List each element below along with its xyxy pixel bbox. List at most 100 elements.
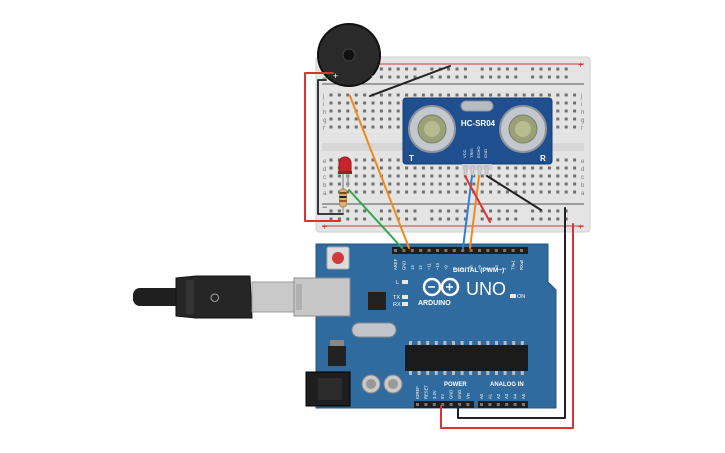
breadboard-hole[interactable] — [455, 182, 459, 186]
rail-hole[interactable] — [505, 209, 509, 213]
breadboard-hole[interactable] — [539, 174, 543, 178]
rail-hole[interactable] — [480, 217, 484, 221]
breadboard-hole[interactable] — [363, 166, 367, 170]
breadboard-hole[interactable] — [337, 174, 341, 178]
breadboard-hole[interactable] — [438, 190, 442, 194]
breadboard-hole[interactable] — [531, 182, 535, 186]
wire-orange-buzzer[interactable] — [349, 95, 410, 249]
rail-hole[interactable] — [405, 75, 409, 79]
rail-hole[interactable] — [564, 217, 568, 221]
breadboard-hole[interactable] — [556, 166, 560, 170]
rail-hole[interactable] — [463, 209, 467, 213]
sensor-pin-gnd[interactable] — [484, 165, 489, 177]
rail-hole[interactable] — [396, 75, 400, 79]
rail-hole[interactable] — [480, 67, 484, 71]
breadboard-hole[interactable] — [379, 101, 383, 105]
sensor-pin-vcc[interactable] — [463, 165, 468, 177]
rail-hole[interactable] — [480, 209, 484, 213]
breadboard-hole[interactable] — [430, 174, 434, 178]
breadboard-hole[interactable] — [388, 117, 392, 121]
breadboard-hole[interactable] — [388, 190, 392, 194]
breadboard-hole[interactable] — [405, 93, 409, 97]
breadboard-hole[interactable] — [447, 190, 451, 194]
breadboard-hole[interactable] — [405, 190, 409, 194]
breadboard-hole[interactable] — [405, 182, 409, 186]
rail-hole[interactable] — [505, 75, 509, 79]
rail-hole[interactable] — [480, 75, 484, 79]
breadboard-hole[interactable] — [564, 109, 568, 113]
rail-hole[interactable] — [405, 67, 409, 71]
breadboard-hole[interactable] — [455, 174, 459, 178]
rail-hole[interactable] — [447, 217, 451, 221]
breadboard-hole[interactable] — [531, 174, 535, 178]
breadboard-hole[interactable] — [329, 117, 333, 121]
rail-hole[interactable] — [430, 217, 434, 221]
breadboard-hole[interactable] — [379, 125, 383, 129]
breadboard-hole[interactable] — [531, 190, 535, 194]
breadboard-hole[interactable] — [447, 166, 451, 170]
breadboard-hole[interactable] — [396, 93, 400, 97]
breadboard-hole[interactable] — [337, 182, 341, 186]
breadboard-hole[interactable] — [447, 93, 451, 97]
breadboard-hole[interactable] — [514, 174, 518, 178]
breadboard-hole[interactable] — [363, 190, 367, 194]
breadboard-hole[interactable] — [371, 190, 375, 194]
breadboard-hole[interactable] — [329, 101, 333, 105]
breadboard-hole[interactable] — [379, 117, 383, 121]
rail-hole[interactable] — [497, 67, 501, 71]
breadboard-hole[interactable] — [573, 125, 577, 129]
rail-hole[interactable] — [531, 67, 535, 71]
breadboard-hole[interactable] — [556, 101, 560, 105]
wire-black-led[interactable] — [317, 79, 344, 215]
rail-hole[interactable] — [405, 209, 409, 213]
breadboard-hole[interactable] — [564, 125, 568, 129]
rail-hole[interactable] — [463, 75, 467, 79]
rail-hole[interactable] — [497, 209, 501, 213]
breadboard-hole[interactable] — [497, 93, 501, 97]
rail-hole[interactable] — [388, 75, 392, 79]
breadboard-hole[interactable] — [329, 93, 333, 97]
breadboard-hole[interactable] — [337, 101, 341, 105]
breadboard-hole[interactable] — [421, 182, 425, 186]
breadboard-hole[interactable] — [329, 166, 333, 170]
breadboard-hole[interactable] — [413, 93, 417, 97]
breadboard-hole[interactable] — [556, 190, 560, 194]
breadboard-hole[interactable] — [371, 182, 375, 186]
rail-hole[interactable] — [388, 67, 392, 71]
breadboard-hole[interactable] — [564, 93, 568, 97]
rail-hole[interactable] — [564, 67, 568, 71]
breadboard-hole[interactable] — [354, 158, 358, 162]
rail-hole[interactable] — [547, 67, 551, 71]
breadboard-hole[interactable] — [371, 101, 375, 105]
breadboard-hole[interactable] — [497, 190, 501, 194]
rail-hole[interactable] — [447, 209, 451, 213]
breadboard-hole[interactable] — [522, 166, 526, 170]
breadboard-hole[interactable] — [354, 93, 358, 97]
breadboard-hole[interactable] — [396, 117, 400, 121]
rail-hole[interactable] — [329, 217, 333, 221]
breadboard-hole[interactable] — [346, 101, 350, 105]
breadboard-hole[interactable] — [337, 93, 341, 97]
breadboard-hole[interactable] — [337, 109, 341, 113]
rail-hole[interactable] — [413, 75, 417, 79]
wire-black-gnd-return[interactable] — [457, 207, 566, 419]
breadboard-hole[interactable] — [505, 174, 509, 178]
breadboard-hole[interactable] — [547, 190, 551, 194]
breadboard-hole[interactable] — [346, 125, 350, 129]
breadboard-hole[interactable] — [337, 117, 341, 121]
breadboard-hole[interactable] — [346, 190, 350, 194]
breadboard-hole[interactable] — [430, 93, 434, 97]
breadboard-hole[interactable] — [329, 125, 333, 129]
breadboard-hole[interactable] — [531, 166, 535, 170]
rail-hole[interactable] — [455, 67, 459, 71]
breadboard-hole[interactable] — [371, 109, 375, 113]
rail-hole[interactable] — [556, 217, 560, 221]
rail-hole[interactable] — [329, 209, 333, 213]
rail-hole[interactable] — [497, 217, 501, 221]
breadboard-hole[interactable] — [388, 174, 392, 178]
rail-hole[interactable] — [346, 209, 350, 213]
rail-hole[interactable] — [505, 217, 509, 221]
rail-hole[interactable] — [413, 217, 417, 221]
rail-hole[interactable] — [489, 67, 493, 71]
rail-hole[interactable] — [379, 75, 383, 79]
